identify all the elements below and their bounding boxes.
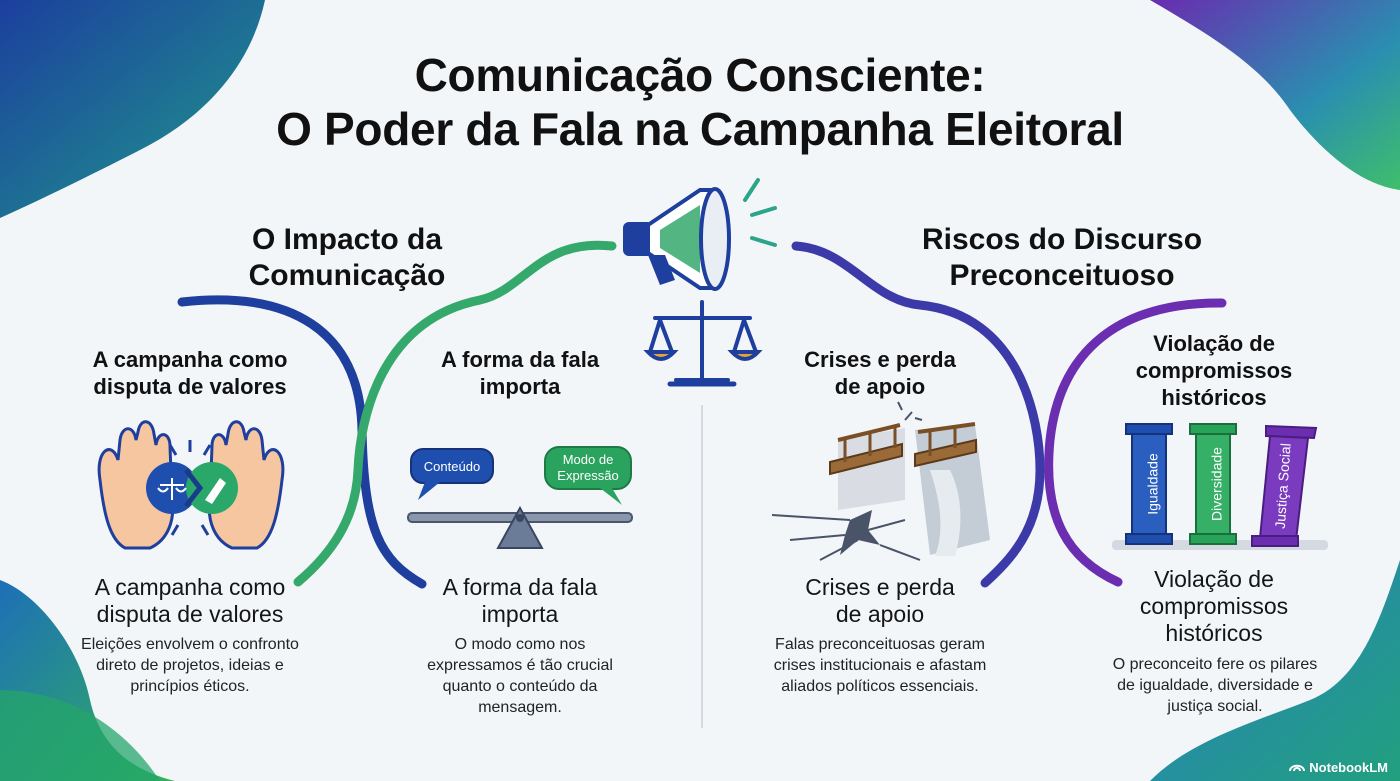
curve-left-navy — [177, 295, 427, 589]
curve-right-purple — [1044, 298, 1227, 587]
card-violation-subtitle-line-1: Violação de — [1154, 566, 1274, 592]
curve-left-green — [293, 240, 617, 587]
card-speech-form-description-line: O modo como nos — [454, 636, 586, 653]
card-crisis-description: Falas preconceituosas geram crises insti… — [750, 634, 1010, 697]
notebooklm-logo-icon — [1289, 760, 1306, 775]
card-values-subtitle-line-1: A campanha como — [94, 574, 286, 600]
brand-watermark: NotebookLM — [1289, 760, 1388, 775]
pillar-justice-label: Justiça Social — [1272, 443, 1294, 530]
card-crisis-label: Crises e perda de apoio — [770, 346, 990, 400]
card-violation-label-line-3: históricos — [1161, 385, 1267, 410]
pillars-icon: Igualdade Diversidade Justiça Social — [1112, 423, 1328, 550]
card-values-description-line: Eleições envolvem o confronto — [81, 636, 299, 653]
pillar-equality-label: Igualdade — [1145, 453, 1161, 515]
corner-blob-top-left — [0, 0, 265, 218]
broken-bridge-icon — [771, 401, 990, 561]
card-crisis-subtitle-line-1: Crises e perda — [805, 574, 955, 600]
card-values-subtitle: A campanha como disputa de valores — [60, 574, 320, 628]
right-section-heading-line-2: Preconceituoso — [949, 259, 1175, 292]
scales-of-justice-icon — [643, 300, 763, 387]
card-violation-subtitle: Violação de compromissos históricos — [1094, 566, 1334, 647]
card-speech-form-subtitle: A forma da fala importa — [410, 574, 630, 628]
card-values-description: Eleições envolvem o confronto direto de … — [50, 634, 330, 697]
card-violation-description: O preconceito fere os pilares de igualda… — [1080, 654, 1350, 717]
page-title-line-2: O Poder da Fala na Campanha Eleitoral — [276, 103, 1124, 155]
right-section-heading-line-1: Riscos do Discurso — [921, 223, 1203, 256]
card-crisis-subtitle: Crises e perda de apoio — [770, 574, 990, 628]
corner-blob-top-right — [1150, 0, 1400, 190]
card-crisis-subtitle-line-2: de apoio — [835, 601, 925, 627]
card-violation-subtitle-line-2: compromissos — [1139, 593, 1289, 619]
seesaw-balance-icon: Conteúdo Modo de Expressão — [407, 446, 633, 549]
card-speech-form-description-line: mensagem. — [478, 699, 562, 716]
card-values-label: A campanha como disputa de valores — [60, 346, 320, 400]
pillar-diversity-label: Diversidade — [1209, 447, 1225, 521]
card-violation-label-line-2: compromissos — [1135, 358, 1293, 383]
card-speech-form-label-line-2: importa — [479, 374, 561, 399]
card-speech-form-description-line: expressamos é tão crucial — [427, 657, 613, 674]
card-crisis-label-line-1: Crises e perda — [804, 347, 956, 372]
page-title: Comunicação Consciente: O Poder da Fala … — [150, 48, 1250, 156]
left-section-heading-line-2: Comunicação — [248, 259, 446, 292]
card-violation-label-line-1: Violação de — [1153, 331, 1275, 356]
card-speech-form-label-line-1: A forma da fala — [440, 347, 600, 372]
card-speech-form-subtitle-line-2: importa — [481, 601, 559, 627]
right-section-heading: Riscos do Discurso Preconceituoso — [902, 222, 1222, 294]
card-crisis-label-line-2: de apoio — [834, 374, 926, 399]
card-values-description-line: princípios éticos. — [130, 678, 250, 695]
corner-blob-bottom-right — [1150, 560, 1400, 781]
card-violation-subtitle-line-3: históricos — [1165, 620, 1263, 646]
bubble-mode-text-2: Expressão — [557, 468, 618, 483]
left-section-heading-line-1: O Impacto da — [251, 223, 443, 256]
card-speech-form-description-line: quanto o conteúdo da — [442, 678, 598, 695]
card-values-description-line: direto de projetos, ideias e — [96, 657, 284, 674]
card-violation-label: Violação de compromissos históricos — [1094, 330, 1334, 411]
bubble-content-text: Conteúdo — [424, 459, 480, 474]
curve-right-navy — [791, 241, 1045, 588]
card-violation-description-line: O preconceito fere os pilares — [1112, 656, 1318, 673]
card-crisis-description-line: crises institucionais e afastam — [773, 657, 987, 674]
left-section-heading: O Impacto da Comunicação — [197, 222, 497, 294]
card-speech-form-subtitle-line-1: A forma da fala — [442, 574, 598, 600]
bubble-mode-text-1: Modo de — [563, 452, 614, 467]
card-violation-description-line: justiça social. — [1167, 698, 1263, 715]
card-speech-form-description: O modo como nos expressamos é tão crucia… — [400, 634, 640, 718]
card-speech-form-label: A forma da fala importa — [410, 346, 630, 400]
hands-scale-pencil-icon — [97, 420, 285, 550]
page-title-line-1: Comunicação Consciente: — [414, 49, 986, 101]
card-values-subtitle-line-2: disputa de valores — [96, 601, 284, 627]
card-values-label-line-2: disputa de valores — [93, 374, 287, 399]
brand-name: NotebookLM — [1309, 760, 1388, 775]
megaphone-icon — [623, 178, 777, 291]
card-values-label-line-1: A campanha como — [92, 347, 288, 372]
card-violation-description-line: de igualdade, diversidade e — [1117, 677, 1313, 694]
card-crisis-description-line: Falas preconceituosas geram — [775, 636, 985, 653]
card-crisis-description-line: aliados políticos essenciais. — [781, 678, 979, 695]
